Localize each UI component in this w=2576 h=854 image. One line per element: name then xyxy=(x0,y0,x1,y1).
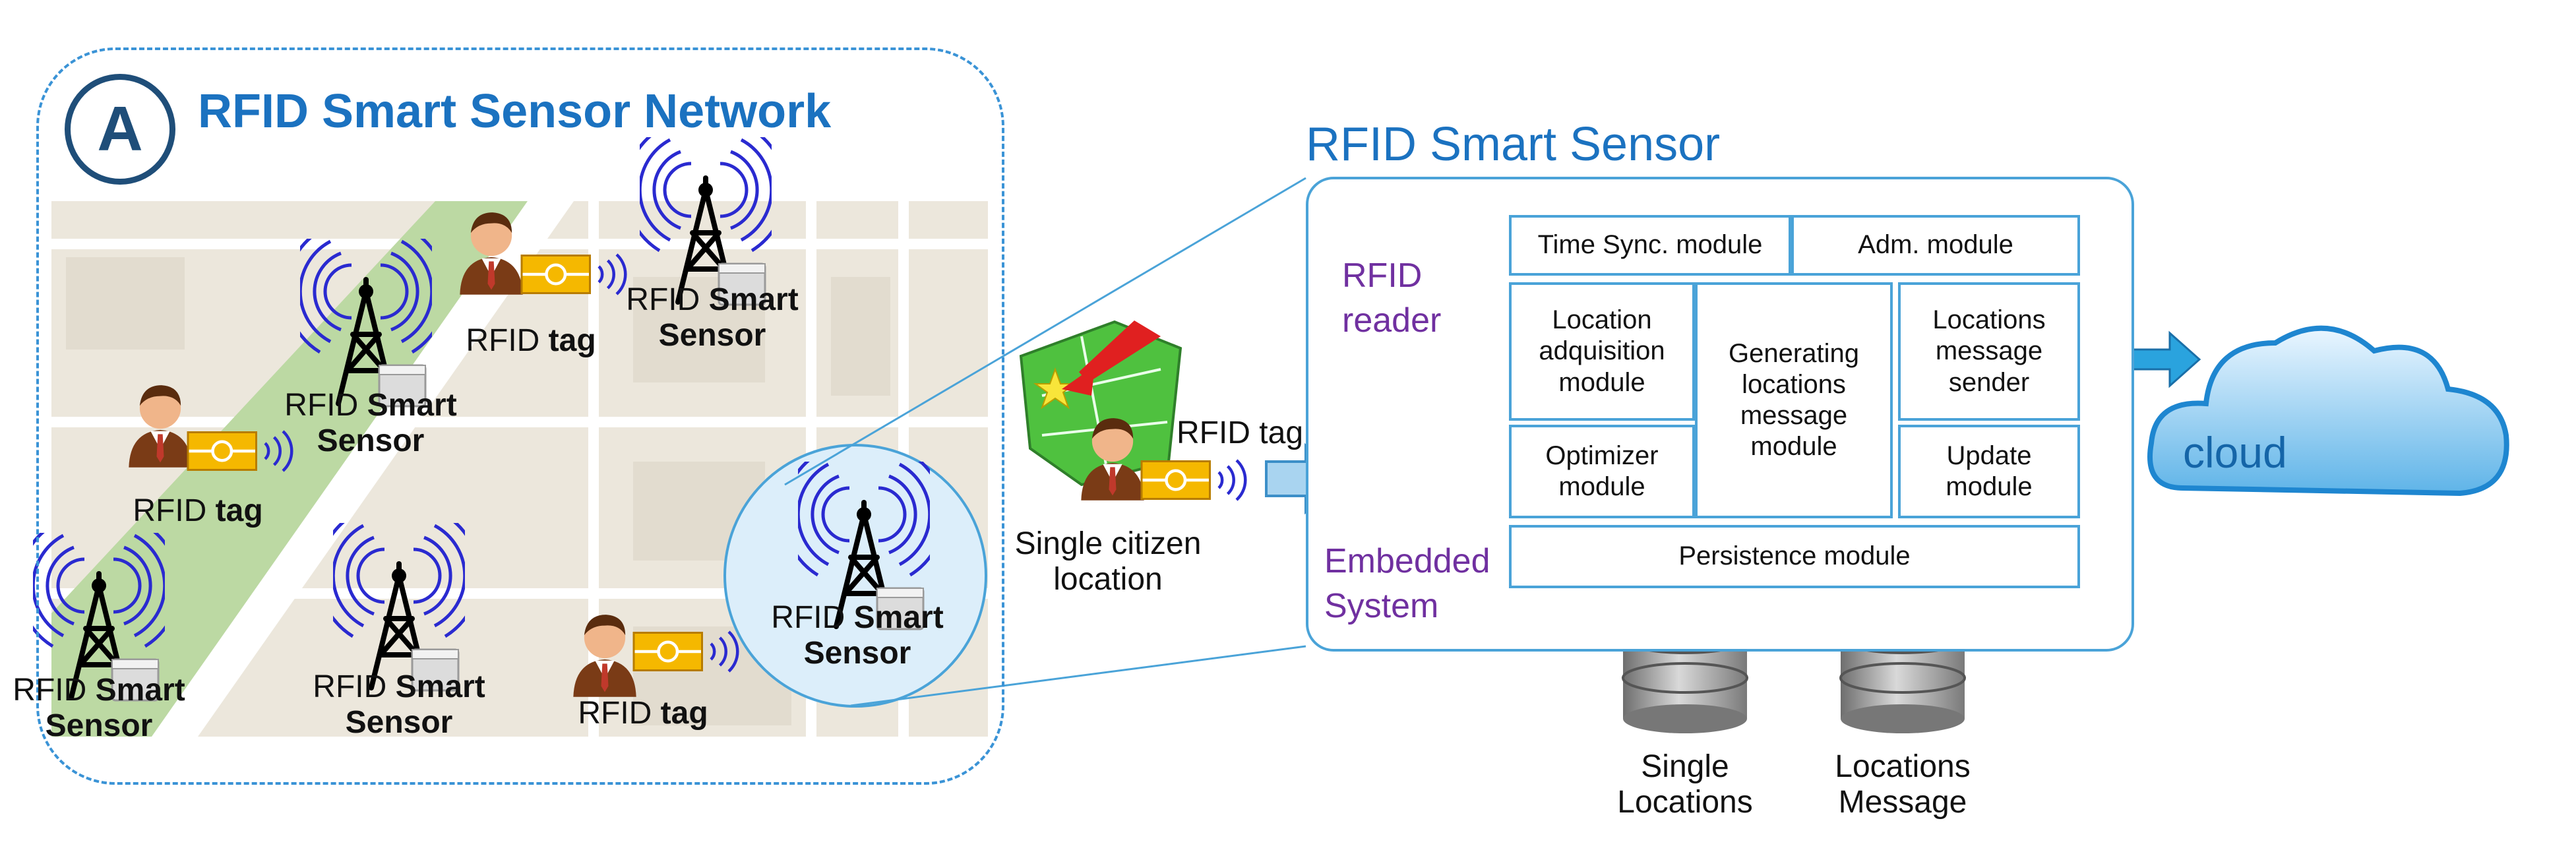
location-acquisition-module: Location adquisition module xyxy=(1509,282,1695,421)
time-sync-module: Time Sync. module xyxy=(1509,215,1791,276)
persistence-module: Persistence module xyxy=(1509,525,2080,588)
cloud-label: cloud xyxy=(2183,428,2287,477)
sensor-network-panel xyxy=(36,47,1004,785)
panel-badge: A xyxy=(65,74,175,185)
smart-sensor-title: RFID Smart Sensor xyxy=(1306,118,1721,171)
optimizer-module: Optimizer module xyxy=(1509,425,1695,518)
citizen-map-icon xyxy=(1019,320,1182,487)
tag-label: RFID tag xyxy=(133,493,263,528)
tag-label: RFID tag xyxy=(578,696,708,731)
sensor-network-title: RFID Smart Sensor Network xyxy=(198,85,832,138)
tag-label: RFID tag xyxy=(466,323,596,358)
cloud-icon xyxy=(2147,325,2509,497)
update-module: Update module xyxy=(1898,425,2080,518)
adm-module: Adm. module xyxy=(1791,215,2080,276)
highlight-circle xyxy=(723,444,987,708)
generating-locations-module: Generating locations message module xyxy=(1695,282,1893,518)
locations-message-sender: Locations message sender xyxy=(1898,282,2080,421)
citizen-rfid-tag-icon xyxy=(1142,460,1245,500)
citizen-tag-label: RFID tag xyxy=(1176,415,1304,450)
